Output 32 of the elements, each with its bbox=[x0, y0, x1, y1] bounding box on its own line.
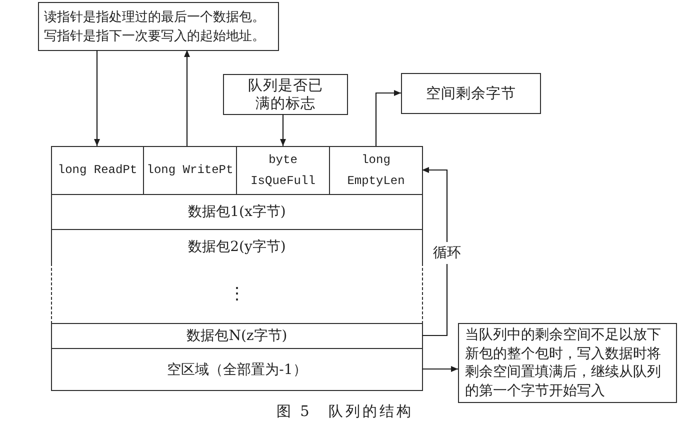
vertical-ellipsis: ⋮ bbox=[228, 284, 246, 304]
arrow bbox=[422, 167, 448, 336]
field-cell bbox=[51, 146, 144, 195]
field-name: long ReadPt bbox=[58, 162, 138, 179]
note-box bbox=[458, 323, 677, 403]
edge-label: 循环 bbox=[433, 242, 461, 264]
arrow bbox=[184, 50, 190, 146]
label-text: 空间剩余字节 bbox=[426, 84, 516, 102]
field-name: long EmptyLen bbox=[346, 152, 406, 190]
row-label: 数据包N(z字节) bbox=[186, 327, 288, 345]
memory-row bbox=[51, 348, 423, 391]
note-text: 读指针是指处理过的最后一个数据包。写指针是指下一次要写入的起始地址。 bbox=[44, 8, 266, 46]
field-cell bbox=[329, 146, 423, 195]
row-label: 数据包2(y字节) bbox=[188, 238, 286, 256]
memory-row bbox=[51, 194, 423, 230]
label-box bbox=[401, 73, 541, 114]
memory-row bbox=[51, 323, 423, 349]
arrow bbox=[280, 114, 286, 146]
memory-row bbox=[51, 229, 423, 264]
figure-caption: 图 5 队列的结构 bbox=[276, 403, 414, 422]
arrow bbox=[375, 90, 401, 146]
memory-row bbox=[51, 263, 423, 324]
field-name: long WritePt bbox=[146, 162, 234, 179]
row-label: 数据包1(x字节) bbox=[188, 203, 286, 221]
row-label: 空区域（全部置为-1） bbox=[167, 360, 307, 378]
label-text: 队列是否已满的标志 bbox=[247, 76, 324, 112]
note-text: 当队列中的剩余空间不足以放下新包的整个包时，写入数据时将剩余空间置填满后，继续从队列的第一个字节开始写入 bbox=[465, 326, 662, 400]
arrow bbox=[422, 366, 458, 372]
arrow bbox=[94, 50, 100, 146]
note-box bbox=[38, 2, 279, 51]
label-box bbox=[223, 74, 348, 115]
field-name: byte IsQueFull bbox=[250, 152, 316, 190]
